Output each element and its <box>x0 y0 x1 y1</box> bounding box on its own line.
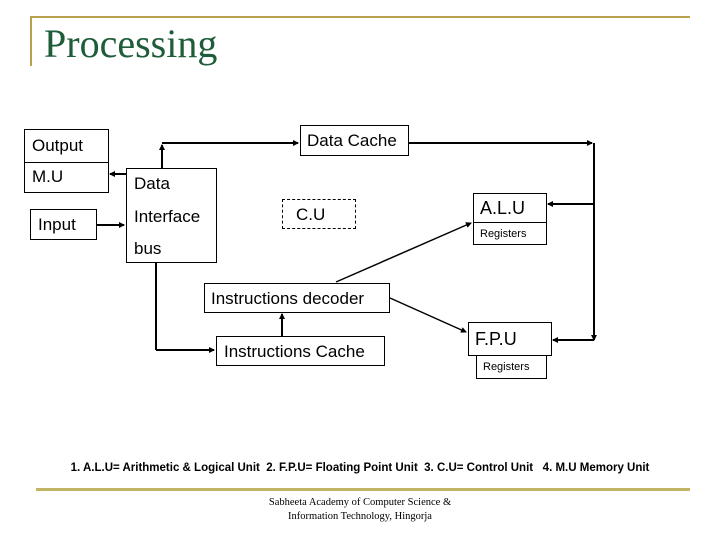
instructions-decoder-block: Instructions decoder <box>204 283 390 313</box>
alu-label: A.L.U <box>480 198 526 218</box>
bottom-accent-line <box>36 488 690 491</box>
footer-line-2: Information Technology, Hingorja <box>288 511 432 522</box>
bus-line-interface: Interface <box>134 207 201 226</box>
input-block: Input <box>30 209 97 240</box>
alu-registers-block: Registers <box>473 222 547 245</box>
wire-decoder-to-alu <box>335 222 472 283</box>
instructions-cache-block: Instructions Cache <box>216 336 385 366</box>
footer-line-1: Sabheeta Academy of Computer Science & <box>268 497 452 508</box>
fpu-registers-block: Registers <box>476 355 547 379</box>
bus-line-bus: bus <box>134 239 162 258</box>
instructions-decoder-label: Instructions decoder <box>211 289 365 308</box>
left-accent-line <box>30 16 32 66</box>
output-mu-divider <box>25 162 108 163</box>
fpu-block: F.P.U <box>468 322 552 356</box>
data-cache-label: Data Cache <box>307 131 397 150</box>
data-cache-block: Data Cache <box>300 125 409 156</box>
output-memory-unit-block: Output M.U <box>24 129 109 193</box>
top-accent-line <box>30 16 690 18</box>
alu-registers-label: Registers <box>480 228 527 240</box>
slide-title: Processing <box>44 21 218 66</box>
output-label: Output <box>32 136 84 155</box>
instructions-cache-label: Instructions Cache <box>224 342 365 361</box>
control-unit-label: C.U <box>296 205 326 224</box>
alu-block: A.L.U <box>473 193 547 223</box>
wire-decoder-to-fpu <box>389 297 467 333</box>
control-unit-block: C.U <box>282 199 356 229</box>
data-interface-bus-block: Data Interface bus <box>126 168 217 263</box>
abbreviation-legend: 1. A.L.U= Arithmetic & Logical Unit 2. F… <box>70 462 650 474</box>
memory-unit-label: M.U <box>32 167 64 186</box>
bus-line-data: Data <box>134 174 170 193</box>
footer: Sabheeta Academy of Computer Science & I… <box>0 496 720 524</box>
input-label: Input <box>38 215 76 234</box>
fpu-label: F.P.U <box>475 329 517 349</box>
fpu-registers-label: Registers <box>483 361 530 373</box>
